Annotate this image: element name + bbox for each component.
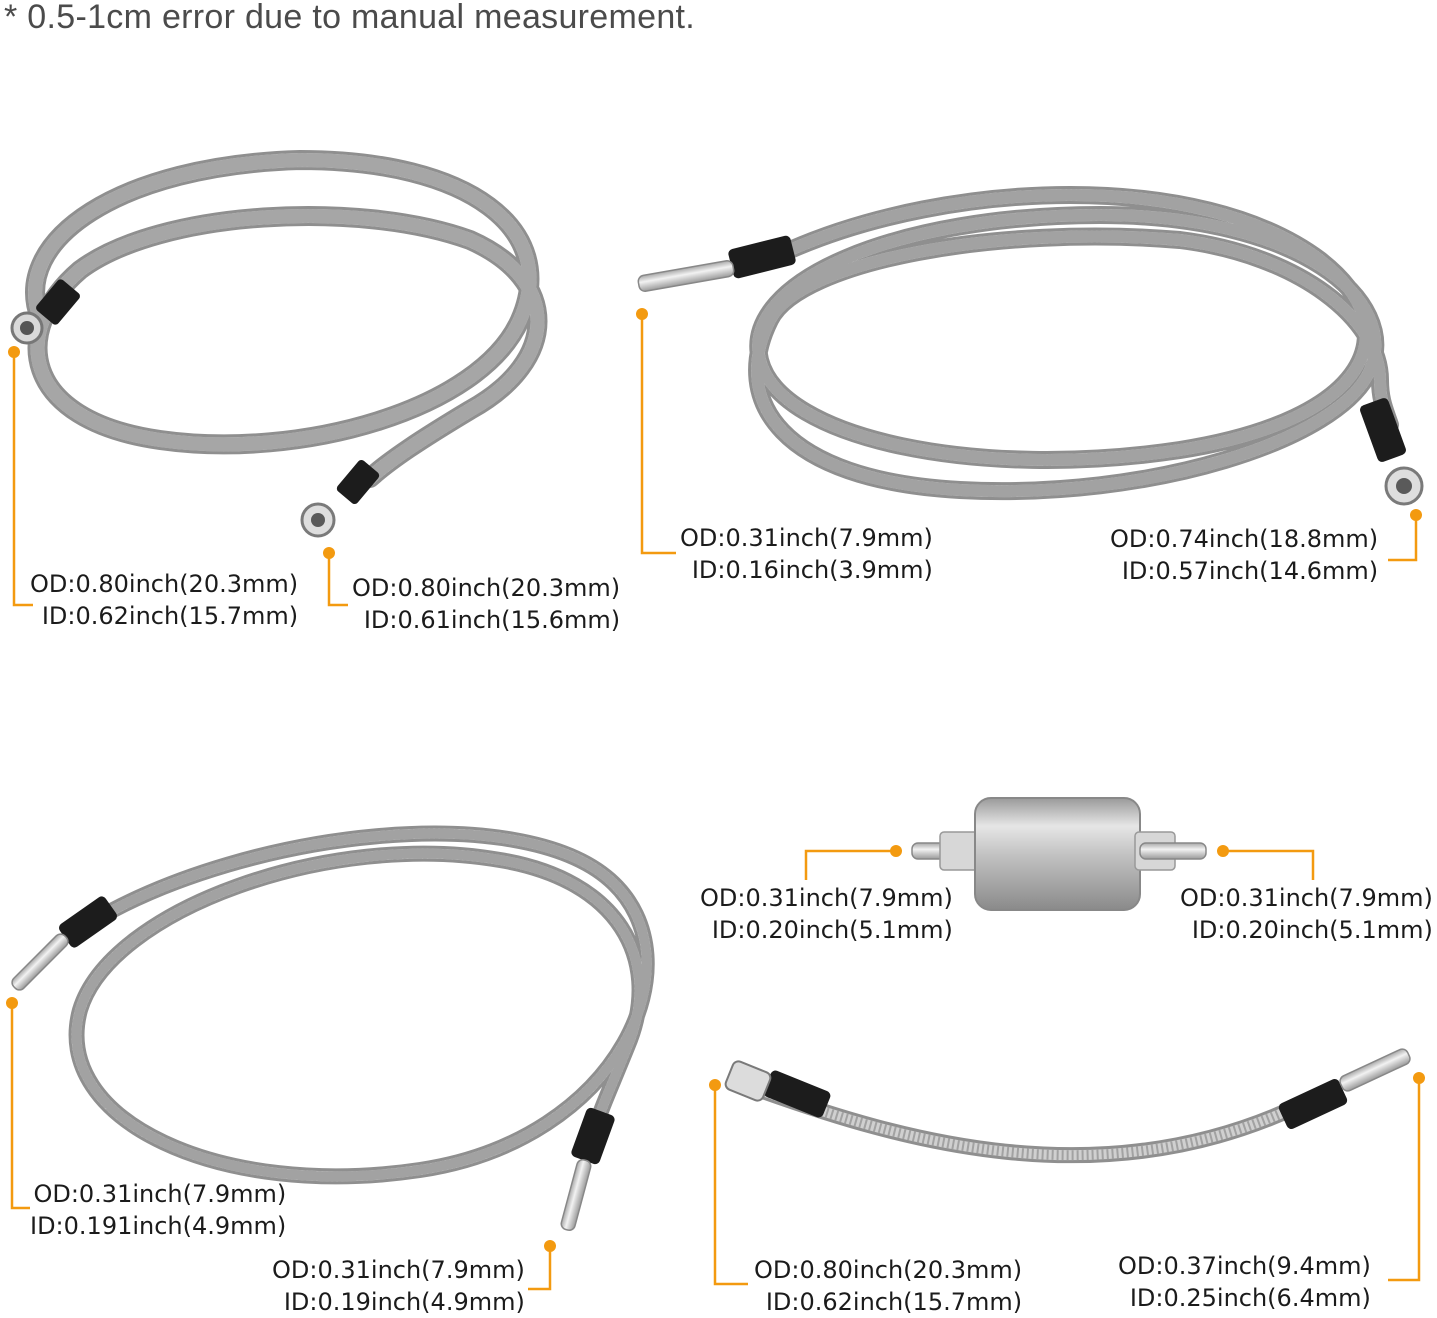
od-value: OD:0.74inch(18.8mm) xyxy=(1110,525,1379,553)
spec-label-hose-e-end2: OD:0.37inch(9.4mm) ID:0.25inch(6.4mm) xyxy=(1118,1250,1371,1314)
callout-dots xyxy=(6,308,1425,1252)
id-value: ID:0.62inch(15.7mm) xyxy=(41,602,299,630)
od-value: OD:0.31inch(7.9mm) xyxy=(700,884,953,912)
spec-label-filter-outlet: OD:0.31inch(7.9mm) ID:0.20inch(5.1mm) xyxy=(1180,882,1433,946)
spec-label-hose-c-end1: OD:0.31inch(7.9mm) ID:0.191inch(4.9mm) xyxy=(30,1178,286,1242)
id-value: ID:0.61inch(15.6mm) xyxy=(363,606,621,634)
spec-label-hose-a-end1: OD:0.80inch(20.3mm) ID:0.62inch(15.7mm) xyxy=(30,568,298,632)
id-value: ID:0.191inch(4.9mm) xyxy=(30,1212,287,1240)
id-value: ID:0.25inch(6.4mm) xyxy=(1129,1284,1371,1312)
od-value: OD:0.31inch(7.9mm) xyxy=(680,524,933,552)
measurement-note: * 0.5-1cm error due to manual measuremen… xyxy=(4,0,696,36)
od-value: OD:0.80inch(20.3mm) xyxy=(754,1256,1023,1284)
od-value: OD:0.80inch(20.3mm) xyxy=(30,570,299,598)
od-value: OD:0.80inch(20.3mm) xyxy=(352,574,621,602)
spec-label-hose-b-end2: OD:0.74inch(18.8mm) ID:0.57inch(14.6mm) xyxy=(1110,523,1378,587)
hose-a xyxy=(10,149,548,538)
spec-label-hose-b-end1: OD:0.31inch(7.9mm) ID:0.16inch(3.9mm) xyxy=(680,522,933,586)
spec-label-filter-inlet: OD:0.31inch(7.9mm) ID:0.20inch(5.1mm) xyxy=(700,882,953,946)
spec-label-hose-e-end1: OD:0.80inch(20.3mm) ID:0.62inch(15.7mm) xyxy=(754,1254,1022,1318)
id-value: ID:0.16inch(3.9mm) xyxy=(691,556,933,584)
od-value: OD:0.37inch(9.4mm) xyxy=(1118,1252,1371,1280)
id-value: ID:0.19inch(4.9mm) xyxy=(283,1288,525,1316)
id-value: ID:0.20inch(5.1mm) xyxy=(711,916,953,944)
spec-label-hose-c-end2: OD:0.31inch(7.9mm) ID:0.19inch(4.9mm) xyxy=(272,1254,525,1318)
hose-e xyxy=(724,1048,1411,1164)
od-value: OD:0.31inch(7.9mm) xyxy=(272,1256,525,1284)
spec-label-hose-a-end2: OD:0.80inch(20.3mm) ID:0.61inch(15.6mm) xyxy=(352,572,620,636)
hose-b xyxy=(637,186,1424,506)
id-value: ID:0.20inch(5.1mm) xyxy=(1191,916,1433,944)
id-value: ID:0.57inch(14.6mm) xyxy=(1121,557,1379,585)
fuel-filter xyxy=(911,797,1207,911)
od-value: OD:0.31inch(7.9mm) xyxy=(1180,884,1433,912)
id-value: ID:0.62inch(15.7mm) xyxy=(765,1288,1023,1316)
hose-c xyxy=(11,825,655,1231)
od-value: OD:0.31inch(7.9mm) xyxy=(33,1180,287,1208)
callout-lines xyxy=(10,314,1421,1291)
